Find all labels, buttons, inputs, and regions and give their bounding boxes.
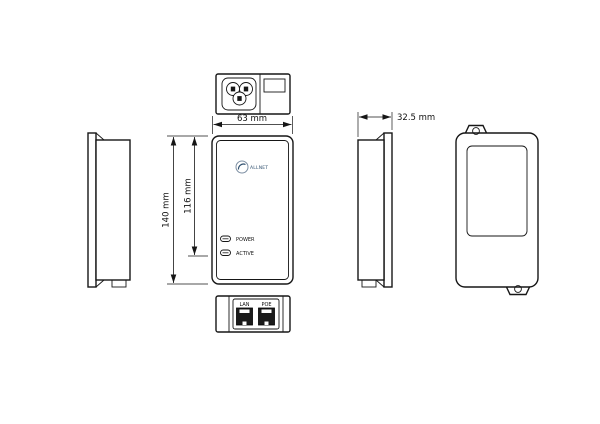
side-right-port-bump bbox=[361, 279, 377, 288]
side-view-left bbox=[87, 132, 131, 288]
back-label-recess bbox=[466, 145, 528, 237]
front-view-outline bbox=[211, 135, 294, 285]
back-screw-hole-top bbox=[472, 127, 480, 135]
port-recess bbox=[232, 298, 280, 330]
top-view-outline bbox=[215, 73, 291, 115]
side-right-faceplate bbox=[383, 132, 393, 288]
power-inlet-recess bbox=[221, 77, 257, 111]
side-left-body bbox=[95, 139, 131, 281]
dim-width: 63 mm bbox=[212, 114, 293, 134]
port-poe-label: POE bbox=[261, 302, 271, 308]
dim-depth: 32.5 mm bbox=[357, 112, 435, 137]
led-active: ACTIVE bbox=[220, 249, 254, 257]
top-view-detail bbox=[263, 78, 286, 93]
dim-depth-label: 32.5 mm bbox=[397, 113, 435, 123]
side-view-right bbox=[357, 132, 393, 288]
dim-led-offset-label: 116 mm bbox=[184, 178, 194, 214]
top-view bbox=[215, 73, 291, 115]
side-right-body bbox=[357, 139, 385, 281]
dim-height: 140 mm bbox=[162, 135, 208, 285]
back-screw-hole-bottom bbox=[514, 285, 522, 293]
logo-text: ALLNET bbox=[250, 165, 268, 171]
port-poe-icon bbox=[258, 307, 275, 326]
back-view-outline bbox=[455, 132, 539, 288]
led-active-label: ACTIVE bbox=[236, 251, 254, 257]
port-lan-label: LAN bbox=[239, 302, 249, 308]
front-view-inner-edge bbox=[216, 140, 289, 280]
side-left-port-bump bbox=[111, 279, 127, 288]
led-power-label: POWER bbox=[236, 237, 255, 243]
side-left-faceplate bbox=[87, 132, 97, 288]
led-power: POWER bbox=[220, 235, 255, 243]
logo-swirl-icon bbox=[237, 163, 246, 170]
dim-height-label: 140 mm bbox=[162, 192, 172, 228]
logo: ALLNET bbox=[235, 160, 268, 174]
bottom-view: LAN POE bbox=[215, 295, 291, 333]
logo-emblem-icon bbox=[235, 160, 249, 174]
dim-width-label: 63 mm bbox=[237, 114, 267, 124]
front-view: ALLNET POWER ACTIVE bbox=[211, 135, 294, 285]
power-inlet-c6-icon bbox=[226, 82, 253, 106]
back-view bbox=[455, 124, 539, 296]
dim-led-offset: 116 mm bbox=[184, 137, 208, 257]
port-lan-icon bbox=[236, 307, 253, 326]
